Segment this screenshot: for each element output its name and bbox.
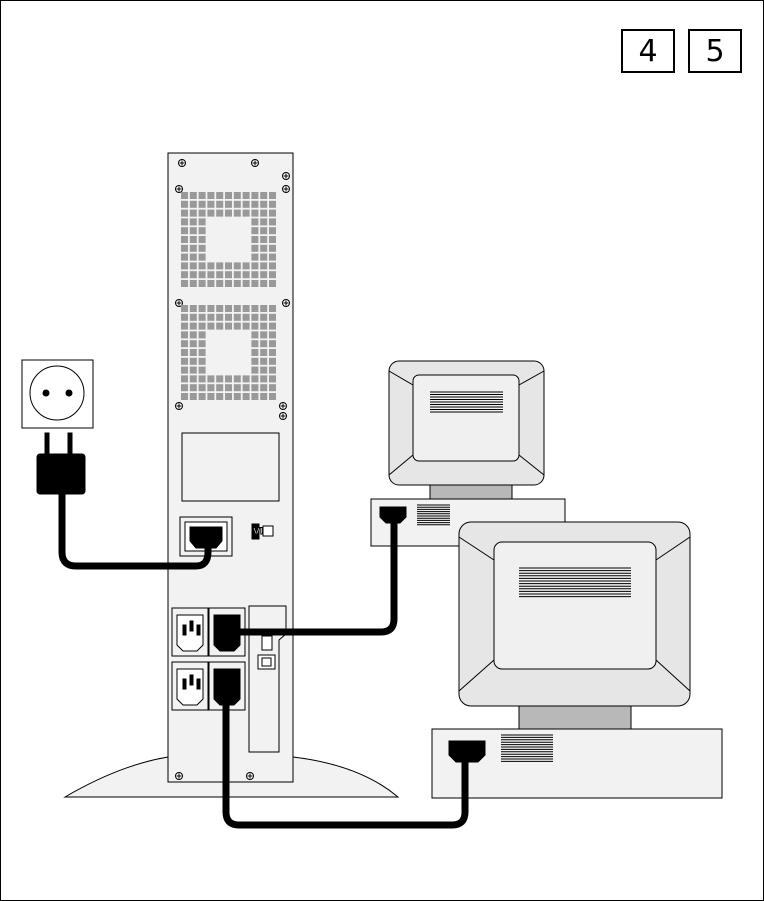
step-number-5: 5 [688, 29, 742, 73]
ups-screws [175, 159, 290, 780]
computer-2-case [431, 728, 723, 799]
outlet-1[interactable] [171, 607, 209, 657]
computer-1-power-inlet[interactable] [379, 506, 407, 524]
computer-1-screen [412, 374, 520, 462]
upper-fan-vent [181, 192, 276, 287]
outlet-3[interactable] [171, 661, 209, 711]
computer-2-power-inlet[interactable] [448, 740, 486, 763]
cable-ups-to-computer-2 [222, 704, 469, 829]
screw-icon [279, 412, 287, 420]
screw-icon [282, 185, 290, 193]
screw-icon [251, 159, 259, 167]
cable-ups-to-computer-1 [236, 522, 398, 636]
screw-icon [282, 299, 290, 307]
screw-icon [282, 172, 290, 180]
screw-icon [279, 402, 287, 410]
lower-fan-vent [181, 305, 276, 400]
cable-wall-to-ups [58, 492, 212, 570]
screw-icon [175, 402, 183, 410]
mains-plug [36, 432, 86, 495]
screw-icon [246, 772, 254, 780]
svg-text:VFI: VFI [253, 527, 269, 537]
screw-icon [175, 185, 183, 193]
computer-2-screen [493, 541, 657, 670]
ups-output-outlets [171, 607, 246, 711]
computer-2 [431, 521, 723, 799]
usb-port[interactable] [261, 635, 273, 651]
wall-socket [21, 359, 94, 429]
outlet-2[interactable] [208, 607, 246, 657]
computer-1 [370, 360, 566, 547]
ups-label-plate [181, 432, 280, 502]
ups-switch-badge: VFI [251, 523, 274, 540]
screw-icon [175, 299, 183, 307]
screw-icon [178, 159, 186, 167]
ups-input-socket[interactable] [179, 516, 233, 557]
ups-communication-panel [248, 605, 287, 753]
outlet-4[interactable] [208, 661, 246, 711]
screw-icon [175, 772, 183, 780]
step-number-4: 4 [621, 29, 675, 73]
